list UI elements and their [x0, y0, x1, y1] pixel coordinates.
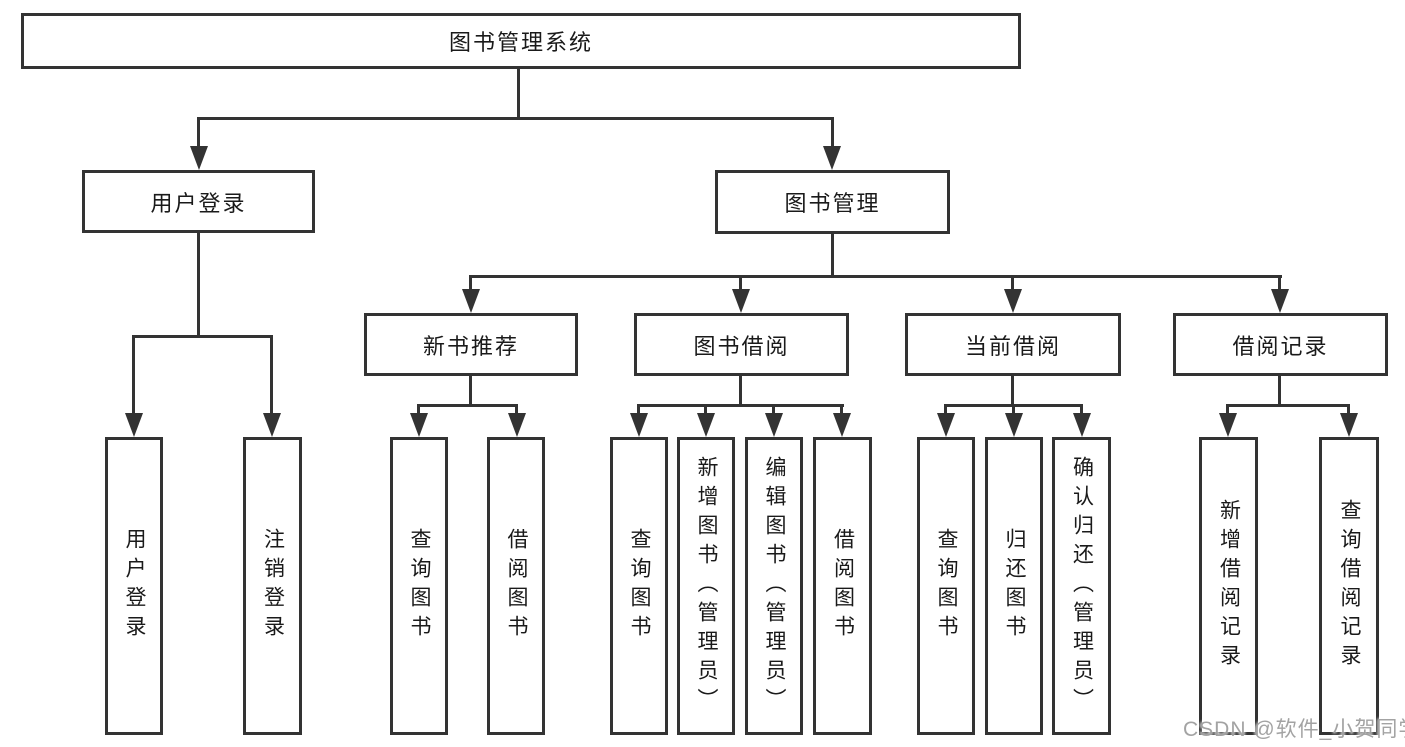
- connector-stub-cb-query: [944, 404, 947, 416]
- connector-stub-book-mgmt: [831, 117, 834, 149]
- node-root: 图书管理系统: [21, 13, 1021, 69]
- arrowhead-cb-return: [1005, 413, 1023, 437]
- connector-current-borrow-vertical: [1011, 376, 1014, 407]
- connector-stub-bb-edit: [772, 404, 775, 416]
- leaf-cb-return-book-label: 归还图书: [1003, 528, 1026, 644]
- connector-book-borrow-horizontal: [637, 404, 844, 407]
- leaf-logout: 注销登录: [243, 437, 302, 735]
- node-book-mgmt-label: 图书管理: [784, 191, 881, 216]
- connector-stub-nb-borrow: [515, 404, 518, 416]
- leaf-user-login: 用户登录: [105, 437, 163, 735]
- leaf-br-query-record-label: 查询借阅记录: [1338, 499, 1361, 673]
- connector-stub-cb-confirm: [1080, 404, 1083, 416]
- leaf-bb-edit-book: 编辑图书（管理员）: [745, 437, 803, 735]
- leaf-cb-query-book-label: 查询图书: [935, 528, 958, 644]
- connector-level2-horizontal: [197, 117, 834, 120]
- connector-stub-nb-query: [417, 404, 420, 416]
- leaf-nb-borrow-book: 借阅图书: [487, 437, 545, 735]
- node-new-book-recommend: 新书推荐: [364, 313, 578, 376]
- connector-stub-bb-add: [704, 404, 707, 416]
- leaf-logout-label: 注销登录: [261, 528, 285, 644]
- leaf-cb-confirm-return: 确认归还（管理员）: [1052, 437, 1111, 735]
- node-root-label: 图书管理系统: [448, 30, 593, 55]
- leaf-bb-query-book-label: 查询图书: [628, 528, 651, 644]
- connector-stub-br-query: [1347, 404, 1350, 416]
- connector-stub-current-borrow: [1011, 275, 1014, 291]
- arrowhead-bb-add: [697, 413, 715, 437]
- leaf-br-add-record: 新增借阅记录: [1199, 437, 1258, 735]
- arrowhead-new-book: [462, 289, 480, 313]
- arrowhead-nb-query: [410, 413, 428, 437]
- leaf-user-login-label: 用户登录: [123, 528, 146, 644]
- node-book-mgmt: 图书管理: [715, 170, 950, 234]
- connector-stub-bb-query: [637, 404, 640, 416]
- arrowhead-br-query: [1340, 413, 1358, 437]
- leaf-br-add-record-label: 新增借阅记录: [1217, 499, 1241, 673]
- arrowhead-user-login: [190, 146, 208, 170]
- connector-root-vertical: [517, 68, 520, 120]
- node-book-borrow-label: 图书借阅: [693, 333, 790, 359]
- node-book-borrow: 图书借阅: [634, 313, 849, 376]
- connector-book-borrow-vertical: [739, 376, 742, 407]
- arrowhead-book-borrow: [732, 289, 750, 313]
- leaf-nb-query-book-label: 查询图书: [408, 528, 431, 644]
- node-current-borrow: 当前借阅: [905, 313, 1121, 376]
- leaf-cb-return-book: 归还图书: [985, 437, 1043, 735]
- node-user-login: 用户登录: [82, 170, 315, 233]
- leaf-bb-add-book: 新增图书（管理员）: [677, 437, 735, 735]
- connector-stub-br-add: [1226, 404, 1229, 416]
- arrowhead-bb-borrow: [833, 413, 851, 437]
- connector-user-login-vertical: [197, 233, 200, 338]
- leaf-br-query-record: 查询借阅记录: [1319, 437, 1379, 735]
- node-current-borrow-label: 当前借阅: [964, 333, 1061, 359]
- leaf-bb-add-book-label: 新增图书（管理员）: [695, 455, 718, 717]
- node-new-book-recommend-label: 新书推荐: [422, 333, 519, 359]
- connector-stub-bb-borrow: [840, 404, 843, 416]
- node-user-login-label: 用户登录: [150, 190, 247, 216]
- arrowhead-current-borrow: [1004, 289, 1022, 313]
- arrowhead-nb-borrow: [508, 413, 526, 437]
- arrowhead-bb-query: [630, 413, 648, 437]
- arrowhead-cb-query: [937, 413, 955, 437]
- arrowhead-book-mgmt: [823, 146, 841, 170]
- leaf-nb-borrow-book-label: 借阅图书: [505, 528, 528, 644]
- connector-stub-borrow-records: [1278, 275, 1281, 291]
- leaf-bb-edit-book-label: 编辑图书（管理员）: [763, 455, 786, 717]
- csdn-watermark: CSDN @软件_小贺同学: [1183, 718, 1405, 741]
- node-borrow-records: 借阅记录: [1173, 313, 1388, 376]
- arrowhead-br-add: [1219, 413, 1237, 437]
- connector-stub-cb-return: [1012, 404, 1015, 416]
- arrowhead-borrow-records: [1271, 289, 1289, 313]
- arrowhead-leaf-logout: [263, 413, 281, 437]
- connector-stub-user-login: [197, 117, 200, 149]
- connector-level3-horizontal: [469, 275, 1282, 278]
- leaf-bb-query-book: 查询图书: [610, 437, 668, 735]
- leaf-bb-borrow-book: 借阅图书: [813, 437, 872, 735]
- connector-stub-new-book: [469, 275, 472, 291]
- leaf-cb-confirm-return-label: 确认归还（管理员）: [1070, 455, 1094, 717]
- arrowhead-leaf-user-login: [125, 413, 143, 437]
- connector-borrow-records-horizontal: [1226, 404, 1350, 407]
- leaf-nb-query-book: 查询图书: [390, 437, 448, 735]
- connector-new-book-vertical: [469, 376, 472, 407]
- connector-user-login-horizontal: [132, 335, 273, 338]
- node-borrow-records-label: 借阅记录: [1232, 333, 1329, 359]
- arrowhead-cb-confirm: [1073, 413, 1091, 437]
- leaf-cb-query-book: 查询图书: [917, 437, 975, 735]
- connector-borrow-records-vertical: [1278, 376, 1281, 407]
- leaf-bb-borrow-book-label: 借阅图书: [831, 528, 855, 644]
- connector-new-book-horizontal: [417, 404, 518, 407]
- connector-stub-leaf-logout: [270, 335, 273, 415]
- connector-book-mgmt-vertical: [831, 234, 834, 278]
- connector-stub-leaf-user-login: [132, 335, 135, 415]
- connector-stub-book-borrow: [739, 275, 742, 291]
- arrowhead-bb-edit: [765, 413, 783, 437]
